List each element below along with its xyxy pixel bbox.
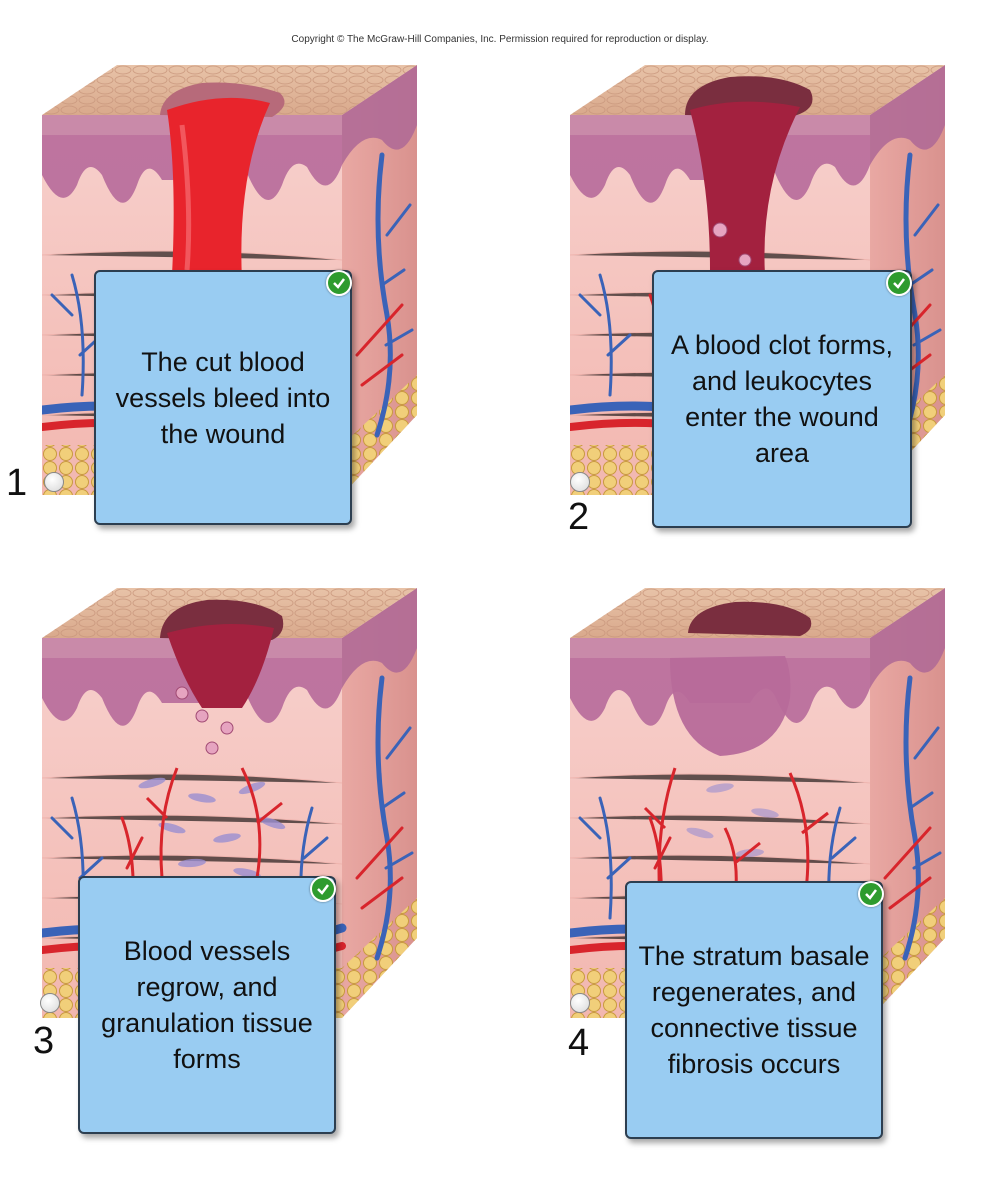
step-4-number: 4 [568, 1022, 590, 1064]
skin-illustration-granulation [42, 578, 422, 1018]
step-1-number: 1 [6, 462, 28, 504]
copyright-notice: Copyright © The McGraw-Hill Companies, I… [291, 34, 709, 45]
step-2-number: 2 [568, 496, 590, 538]
step-2-label[interactable]: A blood clot forms, and leukocytes enter… [652, 270, 912, 528]
step-1-label[interactable]: The cut blood vessels bleed into the wou… [94, 270, 352, 525]
step-4-radio[interactable] [570, 993, 590, 1013]
check-circle-icon [886, 270, 912, 296]
step-3-radio[interactable] [40, 993, 60, 1013]
step-3-panel: Blood vessels regrow, and granulation ti… [42, 578, 422, 1138]
check-circle-icon [310, 876, 336, 902]
step-3-label[interactable]: Blood vessels regrow, and granulation ti… [78, 876, 336, 1134]
step-2-radio[interactable] [570, 472, 590, 492]
step-2-panel: A blood clot forms, and leukocytes enter… [570, 55, 950, 535]
step-1-panel: The cut blood vessels bleed into the wou… [42, 55, 422, 535]
skin-illustration-clot [570, 55, 950, 495]
skin-illustration-bleeding [42, 55, 422, 495]
skin-illustration-fibrosis [570, 578, 950, 1018]
step-4-label[interactable]: The stratum basale regenerates, and conn… [625, 881, 883, 1139]
check-circle-icon [858, 881, 884, 907]
step-3-number: 3 [33, 1020, 55, 1062]
step-4-panel: The stratum basale regenerates, and conn… [570, 578, 950, 1139]
check-circle-icon [326, 270, 352, 296]
step-1-radio[interactable] [44, 472, 64, 492]
